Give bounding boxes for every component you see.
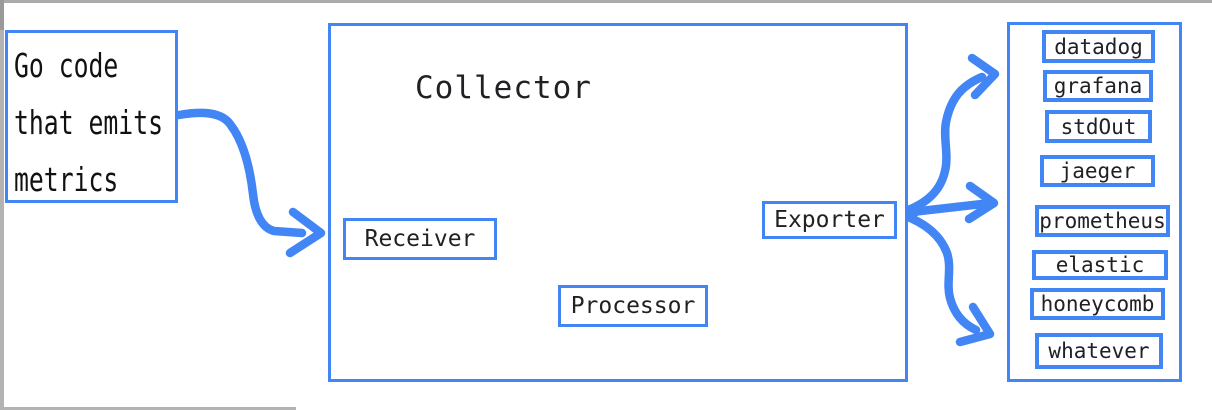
destination-item-stdout: stdOut [1045,110,1152,143]
arrow-exporter-fanout [893,53,1000,347]
destination-item-honeycomb: honeycomb [1030,288,1165,320]
receiver-label: Receiver [364,226,476,252]
window-edge-bottom [0,407,296,410]
destination-item-datadog: datadog [1042,30,1155,63]
receiver-box: Receiver [343,218,497,260]
destination-label: jaeger [1059,159,1136,183]
source-text-line: metrics [14,160,119,199]
destination-item-whatever: whatever [1035,333,1163,369]
destination-item-elastic: elastic [1032,250,1168,280]
window-edge-top [0,0,1212,3]
arrow-fanout-bottom [898,210,981,335]
exporter-box: Exporter [762,201,897,239]
processor-box: Processor [558,285,708,327]
source-text-line: that emits [14,103,164,142]
destination-label: stdOut [1060,114,1137,139]
arrow-fanout-top [898,72,987,217]
destination-label: elastic [1055,253,1145,277]
destination-label: grafana [1053,74,1143,98]
source-text-line: Go code [14,46,119,85]
arrow-fanout-middle [898,199,987,218]
destination-label: honeycomb [1040,292,1155,316]
exporter-label: Exporter [774,207,885,233]
window-edge-left-cap [0,0,4,30]
arrow-source-to-receiver [174,108,326,258]
destination-item-prometheus: prometheus [1035,205,1170,237]
destination-label: datadog [1054,34,1143,59]
processor-label: Processor [570,293,696,319]
destination-label: prometheus [1039,209,1166,233]
source-box: Go code that emits metrics [5,30,178,203]
window-edge-left [0,0,4,410]
destination-label: whatever [1048,339,1150,363]
destination-item-grafana: grafana [1043,70,1153,102]
collector-title: Collector [415,70,592,106]
destination-item-jaeger: jaeger [1040,155,1155,187]
